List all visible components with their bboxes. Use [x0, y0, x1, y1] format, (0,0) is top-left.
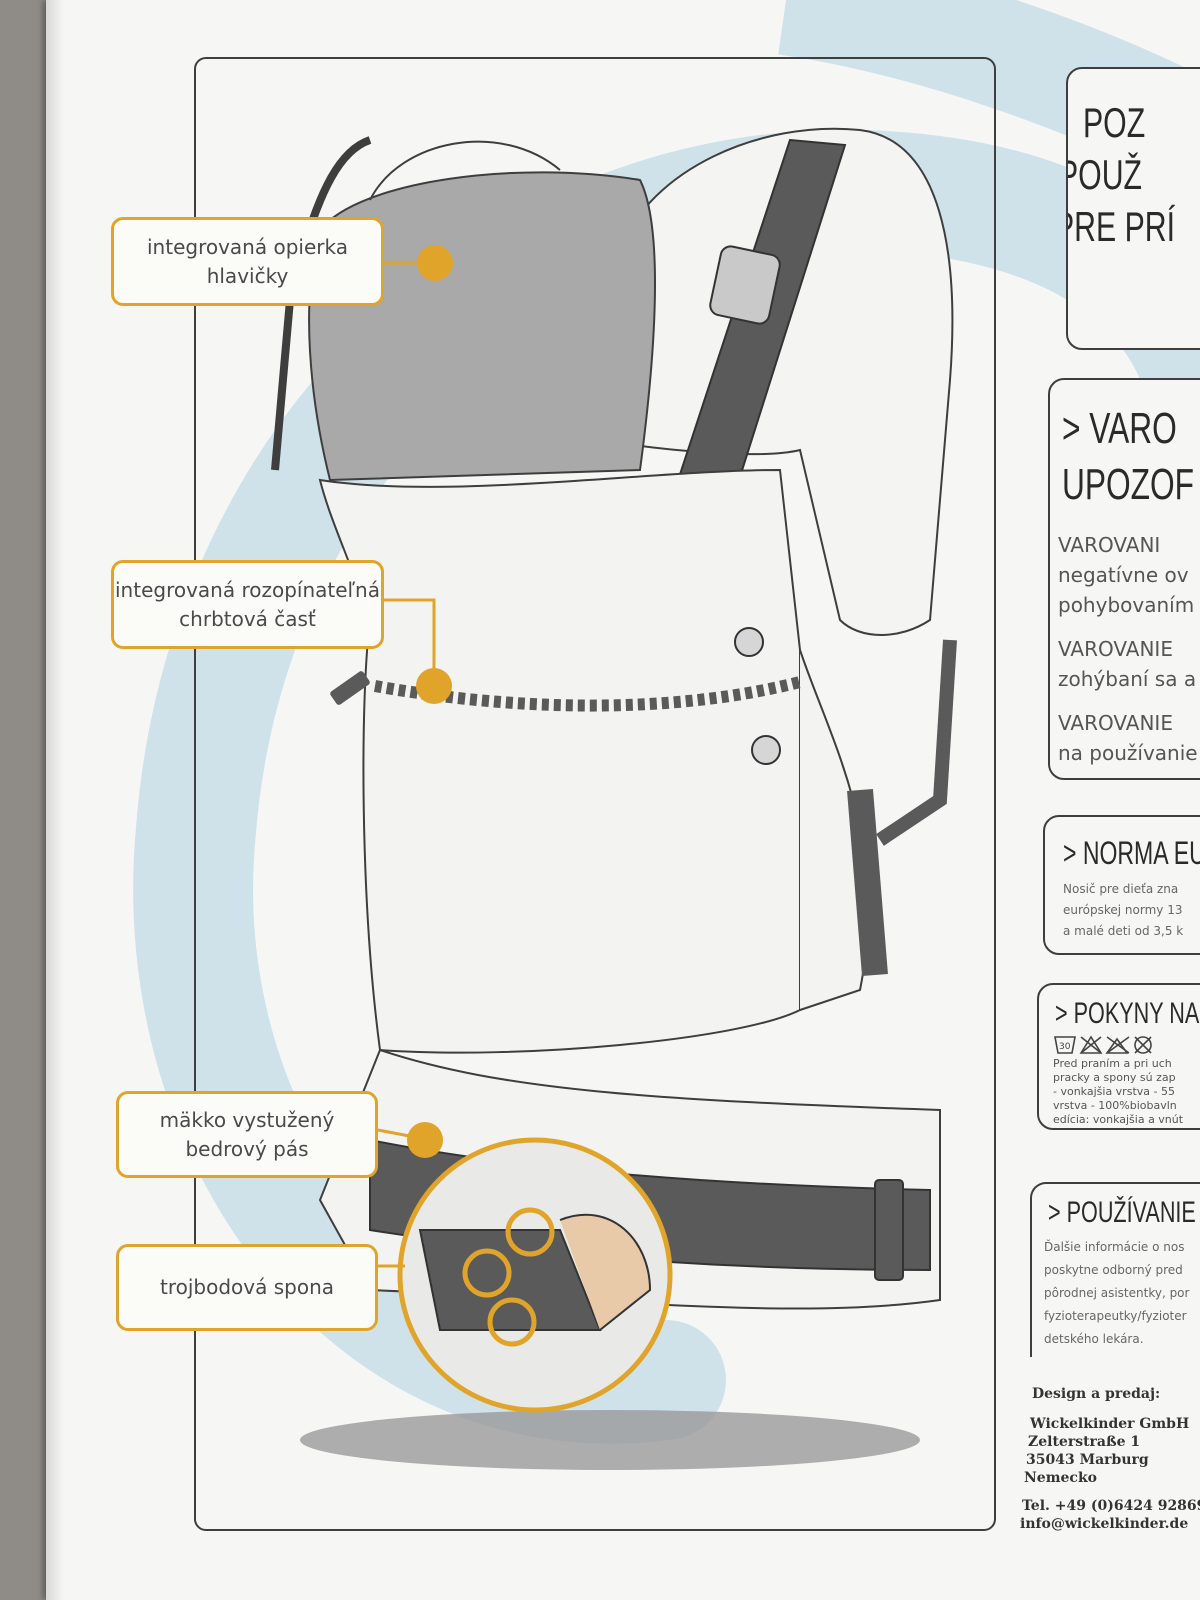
snap-button	[751, 735, 781, 765]
contact-phone: Tel. +49 (0)6424 92869	[1022, 1498, 1200, 1514]
contact-city: 35043 Marburg	[1026, 1452, 1149, 1468]
callout-buckle: trojbodová spona	[116, 1244, 378, 1331]
panel-title-line: POUŽ	[1066, 151, 1143, 198]
usage-line: pôrodnej asistentky, por	[1044, 1286, 1190, 1300]
panel-usage: > POUŽÍVANIE Ďalšie informácie o nos pos…	[1030, 1182, 1200, 1357]
panel-title: POZ POUŽ PRE PRÍ	[1066, 67, 1200, 350]
care-line: vrstva - 100%biobavln	[1053, 1099, 1177, 1112]
contact-heading: Design a predaj:	[1032, 1386, 1161, 1402]
care-line: edícia: vonkajšia a vnút	[1053, 1113, 1184, 1126]
callout-text: chrbtová časť	[179, 606, 316, 631]
norm-line: a malé deti od 3,5 k	[1063, 924, 1184, 938]
contact-email: info@wickelkinder.de	[1020, 1516, 1189, 1532]
buckle-point	[487, 1297, 537, 1347]
norm-body: Nosič pre dieťa zna európskej normy 13 a…	[1063, 879, 1183, 942]
buckle-point	[505, 1207, 555, 1257]
callout-dot	[416, 668, 452, 704]
usage-line: Ďalšie informácie o nos	[1044, 1240, 1185, 1254]
callout-head-support: integrovaná opierka hlavičky	[111, 217, 384, 306]
head-support	[308, 171, 656, 482]
callout-text: trojbodová spona	[159, 1275, 334, 1299]
warnings-title: UPOZOF	[1062, 460, 1194, 509]
ground-shadow	[300, 1410, 920, 1470]
care-line: pracky a spony sú zap	[1053, 1071, 1176, 1084]
buckle-point	[462, 1248, 512, 1298]
panel-warnings: > VARO UPOZOF VAROVANI negatívne ov pohy…	[1048, 378, 1200, 780]
usage-body: Ďalšie informácie o nos poskytne odborný…	[1044, 1236, 1189, 1351]
warnings-body: VAROVANI negatívne ov pohybovaním VAROVA…	[1058, 530, 1198, 768]
body-panel	[318, 468, 801, 1054]
warnings-title: > VARO	[1062, 404, 1177, 453]
usage-title: > POUŽÍVANIE	[1048, 1196, 1196, 1229]
illustration-frame	[194, 57, 996, 1531]
warning-line: na používanie	[1058, 741, 1198, 765]
contact-country: Nemecko	[1024, 1470, 1097, 1486]
care-line: - vonkajšia vrstva - 55	[1053, 1085, 1175, 1098]
care-line: Pred praním a pri uch	[1053, 1057, 1172, 1070]
norm-title: > NORMA EU	[1063, 835, 1200, 871]
care-title: > POKYNY NA	[1055, 997, 1200, 1030]
warning-line: zohýbaní sa a	[1058, 667, 1197, 691]
callout-text: integrovaná opierka	[147, 234, 348, 259]
sheet-fold	[46, 0, 64, 1600]
warning-line: negatívne ov	[1058, 563, 1189, 587]
usage-line: detského lekára.	[1044, 1332, 1144, 1346]
contact-company: Wickelkinder GmbH	[1030, 1416, 1190, 1432]
no-tumble-dry-icon	[1105, 1036, 1130, 1054]
panel-care: > POKYNY NA 30 Pred praním a pri uch pra…	[1037, 983, 1200, 1130]
usage-line: poskytne odborný pred	[1044, 1263, 1183, 1277]
panel-title-line: PRE PRÍ	[1066, 203, 1175, 250]
hand	[559, 1213, 652, 1331]
contact-street: Zelterstraße 1	[1028, 1434, 1141, 1450]
warning-line: VAROVANIE	[1058, 711, 1173, 735]
warning-line: pohybovaním	[1058, 593, 1195, 617]
svg-text:30: 30	[1059, 1042, 1071, 1052]
callout-text: hlavičky	[206, 263, 289, 288]
warning-line: VAROVANIE	[1058, 637, 1173, 661]
callout-text: bedrový pás	[185, 1136, 309, 1161]
zipper	[373, 676, 802, 712]
zipper-pull	[330, 671, 370, 705]
contact-block: Design a predaj: Wickelkinder GmbH Zelte…	[960, 1385, 1200, 1533]
warning-line: VAROVANI	[1058, 533, 1161, 557]
snap-button	[734, 627, 764, 657]
panel-norm: > NORMA EU Nosič pre dieťa zna európskej…	[1043, 815, 1200, 955]
care-symbols: 30	[1054, 1035, 1152, 1054]
no-bleach-icon	[1079, 1035, 1103, 1054]
callout-text: mäkko vystužený	[159, 1107, 335, 1132]
callout-back-panel: integrovaná rozopínateľná chrbtová časť	[111, 560, 384, 649]
norm-line: európskej normy 13	[1063, 903, 1183, 917]
callout-dot	[407, 1122, 443, 1158]
care-body: Pred praním a pri uch pracky a spony sú …	[1053, 1057, 1183, 1127]
callout-waist-belt: mäkko vystužený bedrový pás	[116, 1091, 378, 1178]
panel-title-line: POZ	[1083, 99, 1146, 146]
norm-line: Nosič pre dieťa zna	[1063, 882, 1179, 896]
usage-line: fyzioterapeutky/fyzioter	[1044, 1309, 1187, 1323]
callout-text: integrovaná rozopínateľná	[115, 577, 380, 602]
strap-buckle	[709, 245, 781, 325]
callout-dot	[417, 245, 453, 281]
wash-30-icon: 30	[1054, 1036, 1076, 1054]
no-dry-clean-icon	[1134, 1036, 1152, 1054]
